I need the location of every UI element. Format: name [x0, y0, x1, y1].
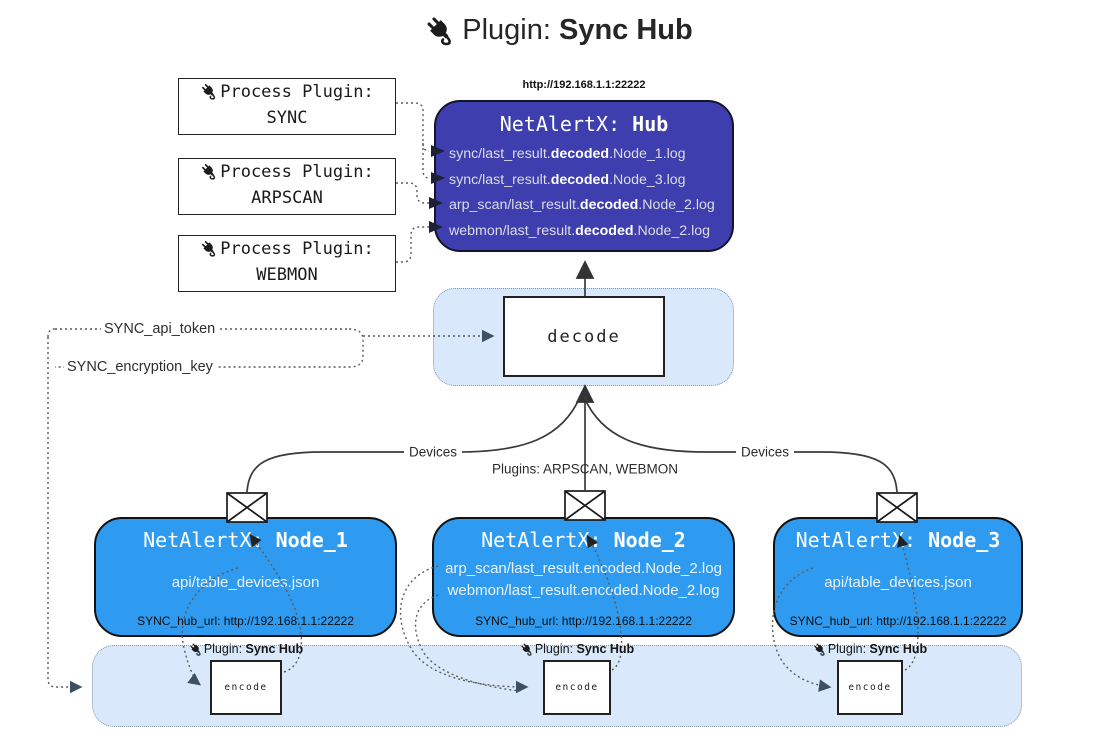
edge-label-plugins: Plugins: ARPSCAN, WEBMON	[491, 461, 679, 477]
encode-plugin-label-2: Plugin: Sync Hub	[519, 641, 634, 656]
encode-box-1: encode	[210, 660, 282, 715]
node-file: api/table_devices.json	[824, 574, 972, 591]
hub-file-line: webmon/last_result.decoded.Node_2.log	[449, 222, 711, 239]
envelope-icon	[564, 490, 606, 521]
process-plugin-name: WEBMON	[256, 265, 318, 286]
node-hub-url: SYNC_hub_url: http://192.168.1.1:22222	[789, 614, 1007, 628]
hub-file-line: sync/last_result.decoded.Node_3.log	[449, 171, 686, 188]
node-title: NetAlertX: Node_2	[481, 528, 686, 552]
node-box-node-1: NetAlertX: Node_1 api/table_devices.json…	[94, 517, 397, 637]
hub-name: Hub	[632, 112, 669, 136]
node-file: arp_scan/last_result.encoded.Node_2.log	[445, 560, 722, 577]
node-title: NetAlertX: Node_1	[143, 528, 348, 552]
edge-label-devices-left: Devices	[403, 444, 463, 460]
process-plugin-title: Process Plugin:	[220, 162, 374, 182]
settings-to-encode-arrow	[47, 337, 83, 694]
node-box-node-2: NetAlertX: Node_2 arp_scan/last_result.e…	[432, 517, 735, 637]
encode-plugin-label-3: Plugin: Sync Hub	[812, 641, 927, 656]
process-plugin-title: Process Plugin:	[220, 239, 374, 259]
webmon-to-hub-line	[396, 226, 429, 263]
process-plugin-box-sync: Process Plugin: SYNC	[178, 78, 396, 135]
process-plugin-name: ARPSCAN	[251, 188, 323, 209]
encode-box-3: encode	[837, 660, 903, 715]
process-plugin-box-webmon: Process Plugin: WEBMON	[178, 235, 396, 292]
hub-url-label: http://192.168.1.1:22222	[522, 79, 646, 91]
node-file: webmon/last_result.encoded.Node_2.log	[447, 582, 720, 599]
sync-to-hub-line-2	[422, 143, 430, 179]
plug-icon	[812, 641, 826, 656]
edge-label-devices-right: Devices	[735, 444, 795, 460]
hub-file-line: sync/last_result.decoded.Node_1.log	[449, 146, 686, 162]
sync-api-token-label: SYNC_api_token	[101, 321, 219, 337]
node-file: api/table_devices.json	[171, 574, 320, 591]
page-title: Plugin: Sync Hub	[0, 13, 1117, 47]
plug-icon	[200, 81, 217, 100]
plug-icon	[200, 238, 217, 257]
hub-name-prefix: NetAlertX:	[499, 112, 633, 136]
process-plugin-name: SYNC	[266, 108, 308, 129]
plug-icon	[424, 13, 454, 46]
node-box-node-3: NetAlertX: Node_3 api/table_devices.json…	[773, 517, 1023, 637]
title-prefix: Plugin:	[462, 14, 559, 46]
sync-encryption-key-label: SYNC_encryption_key	[64, 359, 216, 375]
title-bold: Sync Hub	[558, 14, 693, 46]
process-plugin-box-arpscan: Process Plugin: ARPSCAN	[178, 158, 396, 215]
hub-box: NetAlertX: Hub sync/last_result.decoded.…	[434, 100, 734, 252]
encode-plugin-label-1: Plugin: Sync Hub	[188, 641, 303, 656]
encode-box-2: encode	[543, 660, 611, 715]
hub-file-line: arp_scan/last_result.decoded.Node_2.log	[449, 197, 715, 213]
node-hub-url: SYNC_hub_url: http://192.168.1.1:22222	[137, 614, 354, 628]
arpscan-to-hub-line	[396, 182, 429, 204]
node-hub-url: SYNC_hub_url: http://192.168.1.1:22222	[475, 614, 692, 628]
process-plugin-title: Process Plugin:	[220, 82, 374, 102]
plug-icon	[188, 641, 202, 656]
plug-icon	[519, 641, 533, 656]
sync-to-hub-line-1	[396, 102, 430, 152]
decode-box: decode	[503, 296, 665, 377]
plug-icon	[200, 161, 217, 180]
hub-title: NetAlertX: Hub	[436, 112, 732, 136]
node-title: NetAlertX: Node_3	[795, 528, 1001, 552]
